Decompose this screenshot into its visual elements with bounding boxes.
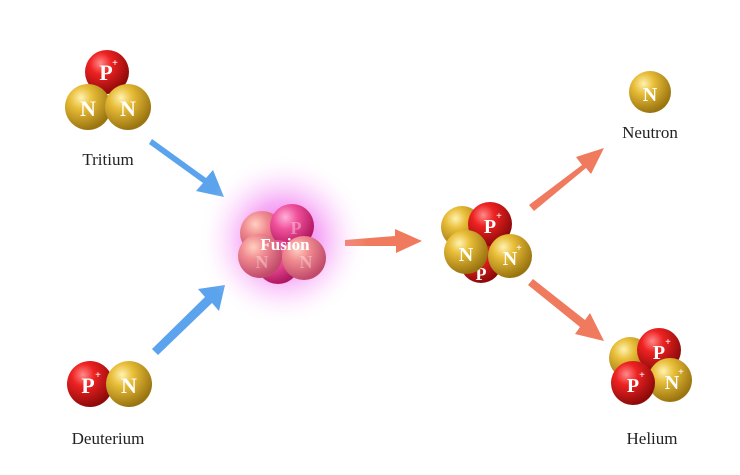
neutron-product: N (629, 71, 671, 113)
helium-label: Helium (626, 429, 678, 448)
svg-text:P: P (476, 264, 487, 284)
fused-neutron-ball (238, 234, 282, 278)
neutron-ball: N (106, 361, 152, 407)
svg-text:N: N (643, 84, 658, 106)
arrow-to-neutron (529, 148, 604, 211)
neutron-ball: N + (648, 358, 692, 402)
proton-ball: P + (611, 361, 655, 405)
neutron-ball: N (444, 230, 488, 274)
helium-nucleus: P + N + P + (609, 328, 692, 405)
svg-text:N: N (120, 96, 136, 121)
fused-neutron-ball (282, 236, 326, 280)
svg-text:N: N (503, 248, 518, 270)
deuterium-nucleus: P + N (67, 361, 152, 407)
svg-text:N: N (665, 372, 680, 394)
arrow-tritium-to-fusion (149, 139, 224, 197)
svg-text:P: P (291, 218, 302, 238)
svg-text:N: N (80, 96, 96, 121)
svg-text:N: N (121, 373, 137, 398)
tritium-label: Tritium (82, 150, 134, 169)
svg-text:P: P (81, 373, 94, 398)
svg-text:+: + (665, 337, 671, 348)
svg-text:P: P (627, 375, 639, 397)
proton-ball: P + (85, 50, 129, 94)
svg-text:P: P (653, 342, 665, 364)
svg-text:+: + (678, 367, 684, 378)
intermediate-nucleus: P P + N N + (441, 202, 532, 284)
proton-ball: P + (67, 361, 113, 407)
neutron-label: Neutron (622, 123, 678, 142)
neutron-ball: N (65, 84, 111, 130)
svg-text:+: + (112, 58, 118, 69)
neutron-ball: N + (488, 234, 532, 278)
svg-text:P: P (99, 60, 112, 85)
deuterium-label: Deuterium (71, 429, 145, 448)
svg-text:N: N (459, 244, 474, 266)
svg-text:+: + (516, 243, 522, 254)
neutron-ball (629, 71, 671, 113)
arrow-to-helium (528, 279, 604, 341)
fusion-cluster: P N N Fusion (238, 204, 326, 284)
tritium-nucleus: P + N N (65, 50, 151, 130)
svg-text:+: + (496, 211, 502, 222)
arrow-fusion-to-products (345, 229, 422, 253)
neutron-ball: N (105, 84, 151, 130)
svg-text:P: P (484, 216, 496, 238)
svg-text:+: + (639, 370, 645, 381)
svg-text:+: + (95, 370, 101, 381)
fusion-label: Fusion (260, 235, 310, 254)
arrow-deuterium-to-fusion (152, 285, 225, 355)
svg-text:N: N (256, 252, 269, 272)
svg-text:N: N (300, 252, 313, 272)
